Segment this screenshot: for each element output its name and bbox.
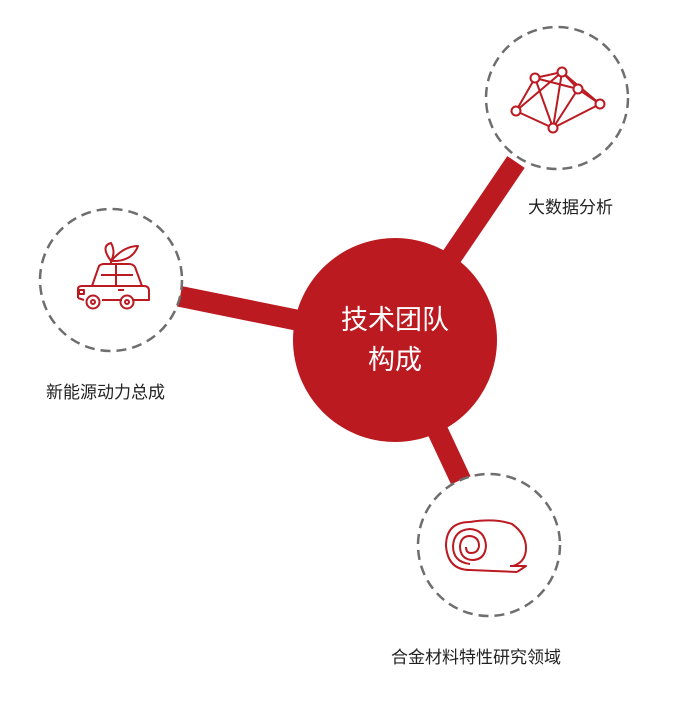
node-label-bigdata: 大数据分析 <box>528 198 613 218</box>
material-roll-icon <box>445 519 527 573</box>
center-title-line2: 构成 <box>368 345 422 376</box>
center-title-line1: 技术团队 <box>341 305 449 336</box>
eco-car-icon <box>77 242 150 310</box>
center-circle <box>293 238 497 442</box>
node-label-powertrain: 新能源动力总成 <box>46 383 165 403</box>
center-title: 技术团队 构成 <box>294 248 496 434</box>
node-circle-powertrain <box>38 207 184 353</box>
network-graph-icon <box>510 66 606 134</box>
node-label-alloy: 合金材料特性研究领域 <box>391 648 561 668</box>
node-circle-alloy <box>416 472 562 618</box>
